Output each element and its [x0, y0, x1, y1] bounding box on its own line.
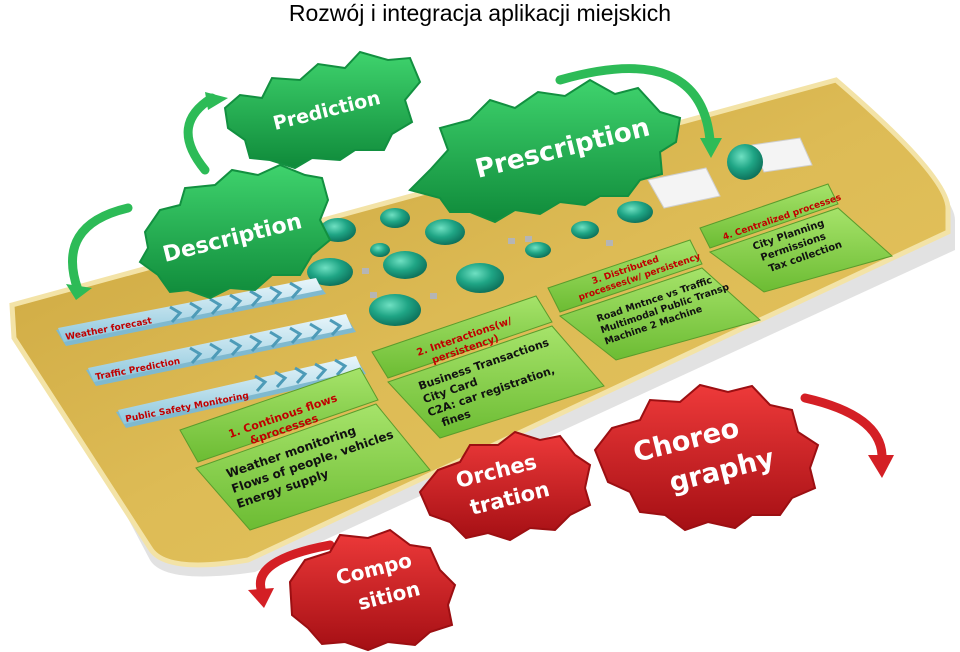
arrow-head-composition	[248, 588, 274, 608]
gear-orchestration: Orches tration	[418, 430, 592, 542]
gear-composition: Compo sition	[288, 528, 457, 652]
arrow-head-prescription	[700, 138, 722, 158]
arrow-head-choreography	[868, 455, 894, 478]
lane-traffic: Traffic Prediction	[86, 314, 356, 386]
arrow-head-prediction	[205, 92, 228, 110]
red-arrows	[256, 393, 887, 597]
arrow-head-description	[66, 284, 92, 300]
card-disc	[727, 144, 763, 180]
box-1-continuous-flows: 1. Continous flows &processes Weather mo…	[179, 367, 431, 531]
gear-choreography: Choreo graphy	[593, 383, 820, 532]
gear-description: Description	[138, 163, 332, 300]
gear-prescription: Prescription	[408, 78, 682, 224]
box-2-interactions: 2. Interactions(w/ persistency) Business…	[371, 295, 605, 439]
green-arrows	[68, 64, 715, 295]
gear-prediction: Prediction	[223, 50, 422, 170]
box-4-centralized: 4. Centralized processes City Planning P…	[699, 183, 894, 293]
page-title: Rozwój i integracja aplikacji miejskich	[288, 0, 672, 26]
card-a	[647, 167, 721, 209]
bubbles	[307, 201, 653, 326]
